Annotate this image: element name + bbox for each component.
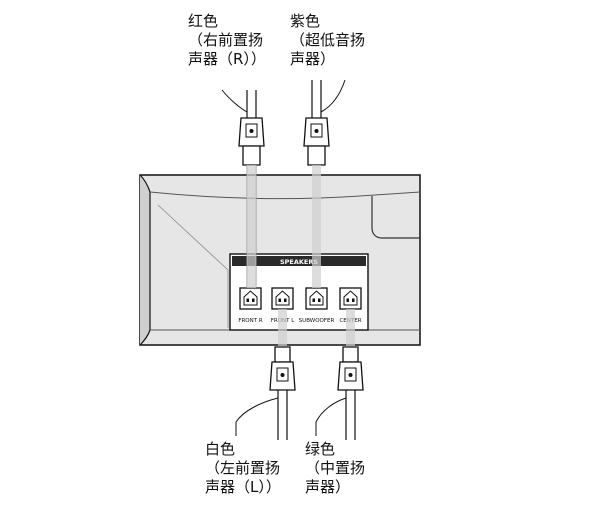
cable-front-l xyxy=(277,390,288,440)
connect-line-subwoofer xyxy=(312,165,321,288)
leader-center xyxy=(315,397,347,436)
callout-center-line-3: 声器） xyxy=(305,478,351,496)
leader-subwoofer xyxy=(320,79,346,113)
callout-center-line-1: 绿色 xyxy=(305,440,336,458)
callout-front-r: 红色 （右前置扬 声器（R）） xyxy=(188,12,266,69)
plug-subwoofer xyxy=(303,79,346,288)
terminal-label-front-r: FRONT R xyxy=(238,318,263,324)
leader-front-l xyxy=(235,397,279,436)
plug-front-r xyxy=(221,89,265,288)
callout-subwoofer-line-1: 紫色 xyxy=(290,12,321,30)
plug-center xyxy=(315,309,364,440)
terminal-label-subwoofer: SUBWOOFER xyxy=(299,318,335,324)
speakers-panel-bar xyxy=(232,256,366,266)
callout-subwoofer: 紫色 （超低音扬 声器） xyxy=(290,12,365,69)
connect-line-center xyxy=(346,309,355,347)
callout-front-l: 白色 （左前置扬 声器（L）） xyxy=(205,440,281,497)
callout-front-l-line-3: 声器（L）） xyxy=(205,478,281,496)
cable-subwoofer xyxy=(311,80,322,118)
callout-front-r-line-2: （右前置扬 xyxy=(188,31,264,49)
main-unit-panel-line xyxy=(157,204,229,328)
callout-subwoofer-line-2: （超低音扬 xyxy=(290,31,366,49)
leader-front-r xyxy=(221,89,248,113)
callout-subwoofer-line-3: 声器） xyxy=(290,50,336,68)
speakers-panel: SPEAKERS FRONT R FRONT L SUBWOOFER xyxy=(229,253,369,331)
main-unit-left-edge xyxy=(139,174,151,346)
callout-front-r-line-1: 红色 xyxy=(188,12,219,30)
main-unit-recess xyxy=(371,196,420,239)
cable-front-r xyxy=(246,90,257,118)
callout-center-line-2: （中置扬 xyxy=(305,459,366,477)
cable-center xyxy=(345,390,356,440)
callout-front-l-line-2: （左前置扬 xyxy=(205,459,281,477)
terminal-subwoofer: SUBWOOFER xyxy=(299,287,335,324)
callout-center: 绿色 （中置扬 声器） xyxy=(305,440,365,497)
speakers-panel-title: SPEAKERS xyxy=(280,258,318,266)
plug-front-l xyxy=(235,309,296,440)
callout-front-l-line-1: 白色 xyxy=(205,440,236,458)
terminal-front-r: FRONT R xyxy=(238,287,263,324)
callout-front-r-line-3: 声器（R）） xyxy=(188,50,266,68)
connect-line-front-l xyxy=(278,309,287,347)
main-unit-top-crease xyxy=(149,191,421,200)
